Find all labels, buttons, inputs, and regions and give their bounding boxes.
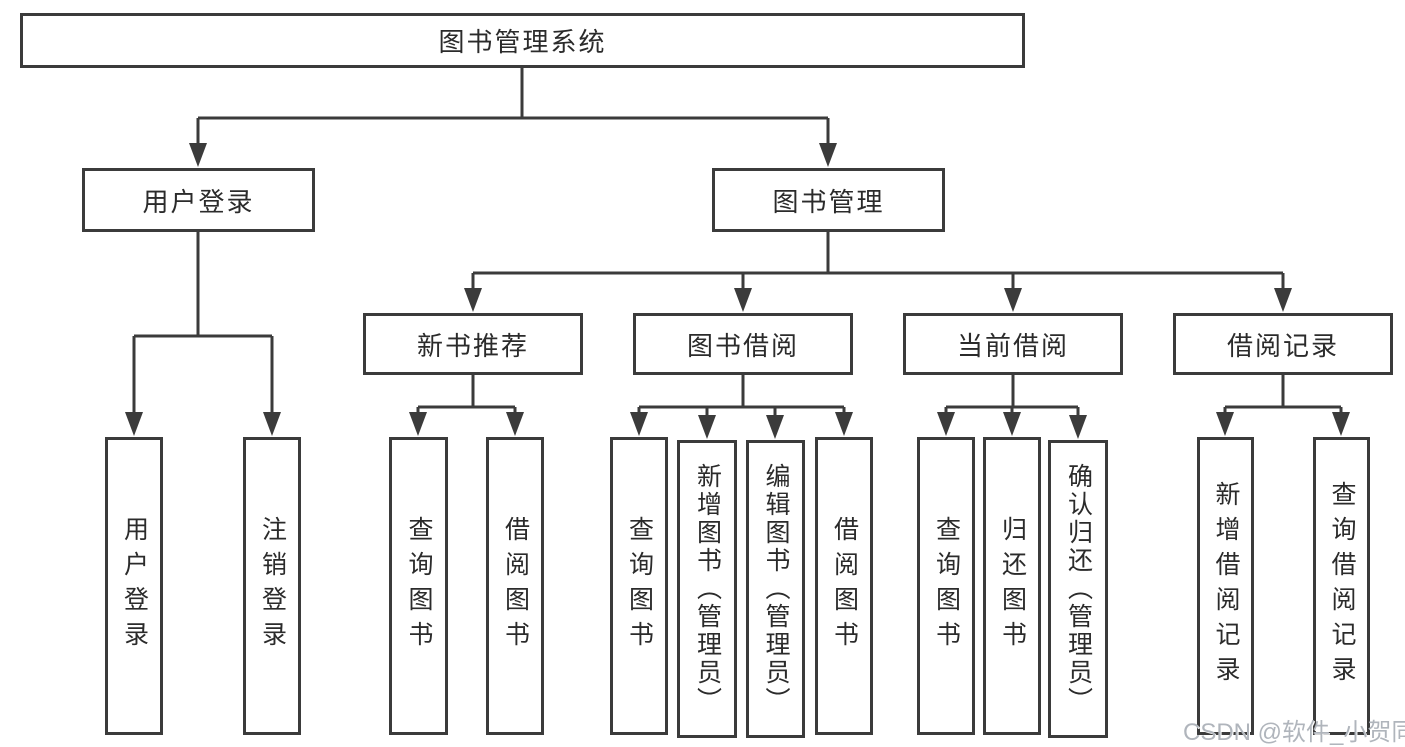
leaf-query-books-2: 查询图书 xyxy=(610,437,668,735)
node-borrowing-records: 借阅记录 xyxy=(1173,313,1393,375)
arrowhead xyxy=(1003,412,1021,436)
node-label: 当前借阅 xyxy=(956,330,1069,361)
arrowhead xyxy=(937,412,955,436)
node-label: 用户登录 xyxy=(142,186,255,217)
arrowhead xyxy=(835,412,853,436)
arrowhead xyxy=(464,288,482,312)
leaf-label: 查询图书 xyxy=(932,516,961,656)
node-user-login-branch: 用户登录 xyxy=(82,168,315,232)
leaf-add-borrow-record: 新增借阅记录 xyxy=(1197,437,1254,735)
connector-userlogin-to-leaves xyxy=(132,232,274,416)
arrowhead xyxy=(125,412,143,436)
leaf-label: 查询图书 xyxy=(625,516,654,656)
arrowhead xyxy=(819,143,837,167)
node-current-borrowing: 当前借阅 xyxy=(903,313,1123,375)
arrowhead xyxy=(1216,412,1234,436)
arrowhead xyxy=(630,412,648,436)
connector-currentborrow-to-leaves xyxy=(944,375,1080,418)
node-book-borrowing: 图书借阅 xyxy=(633,313,853,375)
leaf-label: 确认归还（管理员） xyxy=(1064,463,1093,715)
arrowhead xyxy=(263,412,281,436)
leaf-label: 新增借阅记录 xyxy=(1212,481,1240,691)
arrowhead xyxy=(698,415,716,439)
leaf-return-books: 归还图书 xyxy=(983,437,1041,735)
arrowhead xyxy=(734,288,752,312)
leaf-label: 注销登录 xyxy=(258,516,287,656)
connector-borrowrecords-to-leaves xyxy=(1223,375,1343,416)
leaf-label: 借阅图书 xyxy=(501,516,530,656)
leaf-user-login: 用户登录 xyxy=(105,437,163,735)
csdn-watermark: CSDN @软件_小贺同学 xyxy=(1183,719,1405,746)
connector-bookborrow-to-leaves xyxy=(637,375,846,418)
arrowhead xyxy=(1332,412,1350,436)
leaf-label: 查询借阅记录 xyxy=(1328,481,1356,691)
leaf-query-books-3: 查询图书 xyxy=(917,437,975,735)
leaf-label: 归还图书 xyxy=(998,516,1027,656)
leaf-label: 借阅图书 xyxy=(830,516,859,656)
leaf-borrow-books-1: 借阅图书 xyxy=(486,437,544,735)
node-new-book-recommendation: 新书推荐 xyxy=(363,313,583,375)
arrowhead xyxy=(1274,288,1292,312)
node-label: 新书推荐 xyxy=(416,330,529,361)
node-book-management-branch: 图书管理 xyxy=(712,168,945,232)
arrowhead xyxy=(506,412,524,436)
node-label: 图书管理 xyxy=(772,186,885,217)
arrowhead xyxy=(409,412,427,436)
leaf-query-borrow-record: 查询借阅记录 xyxy=(1313,437,1370,735)
leaf-label: 编辑图书（管理员） xyxy=(762,463,790,715)
connector-newbookrec-to-leaves xyxy=(416,375,517,416)
arrowhead xyxy=(1069,415,1087,439)
leaf-label: 查询图书 xyxy=(405,516,433,656)
leaf-label: 新增图书（管理员） xyxy=(693,463,722,715)
leaf-query-books-1: 查询图书 xyxy=(389,437,448,735)
leaf-confirm-return-admin: 确认归还（管理员） xyxy=(1048,440,1108,738)
node-label: 图书借阅 xyxy=(686,330,799,361)
node-label: 借阅记录 xyxy=(1226,330,1339,361)
connector-root-to-level2 xyxy=(196,68,830,147)
arrowhead xyxy=(1004,288,1022,312)
leaf-logout: 注销登录 xyxy=(243,437,301,735)
leaf-edit-books-admin: 编辑图书（管理员） xyxy=(746,440,805,738)
arrowhead xyxy=(766,415,784,439)
arrowhead xyxy=(189,143,207,167)
node-root: 图书管理系统 xyxy=(20,13,1025,68)
leaf-add-books-admin: 新增图书（管理员） xyxy=(677,440,737,738)
leaf-borrow-books-2: 借阅图书 xyxy=(815,437,873,735)
leaf-label: 用户登录 xyxy=(120,516,149,656)
connector-bookmgmt-to-level3 xyxy=(471,232,1285,292)
node-root-label: 图书管理系统 xyxy=(438,27,607,57)
